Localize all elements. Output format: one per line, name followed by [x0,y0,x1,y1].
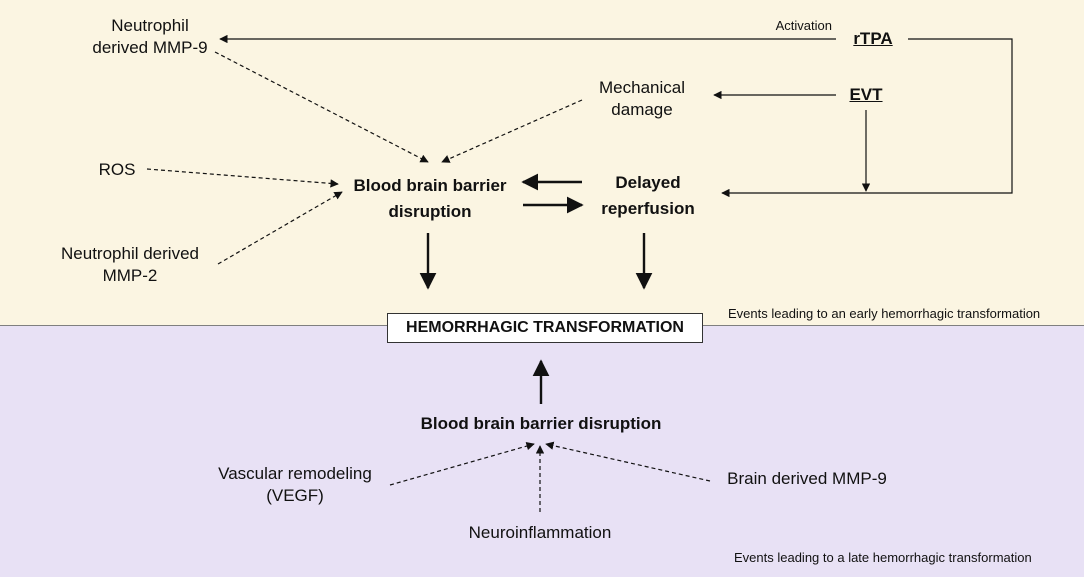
late-caption: Events leading to a late hemorrhagic tra… [734,550,1032,565]
neutrophil-derived-mmp2-label: Neutrophil derived MMP-2 [61,244,199,285]
mechanical-damage-label: Mechanical damage [599,78,685,119]
arrow-ros-to-bbb [146,168,339,188]
arrow-neutrophil-mmp9-to-bbb [214,51,429,163]
bbb-disruption-late-label: Blood brain barrier disruption [420,414,662,433]
arrow-vascular-remodeling-to-bbb [389,442,535,486]
evt-label: EVT [849,85,883,104]
neutrophil-derived-mmp9-label: Neutrophil derived MMP-9 [92,16,208,57]
brain-derived-mmp9-label: Brain derived MMP-9 [727,469,887,488]
bbb-disruption-early-label: Blood brain barrier disruption [353,176,507,221]
hemorrhagic-transformation-label: HEMORRHAGIC TRANSFORMATION [406,319,684,336]
arrow-mechanical-damage-to-bbb [441,99,583,163]
arrow-brain-mmp9-to-bbb [545,441,711,482]
arrow-rtpa-to-delayed-reperfusion [721,38,1013,198]
activation-label: Activation [775,18,832,33]
vascular-remodeling-label: Vascular remodeling (VEGF) [218,464,372,505]
ros-label: ROS [98,160,136,179]
hemorrhagic-transformation-box: HEMORRHAGIC TRANSFORMATION [387,313,703,343]
early-events-panel [0,0,1084,326]
neuroinflammation-label: Neuroinflammation [468,523,612,542]
rtpa-label: rTPA [853,29,893,48]
arrow-neutrophil-mmp2-to-bbb [217,191,343,265]
early-caption: Events leading to an early hemorrhagic t… [728,306,1041,321]
delayed-reperfusion-label: Delayed reperfusion [601,173,695,218]
